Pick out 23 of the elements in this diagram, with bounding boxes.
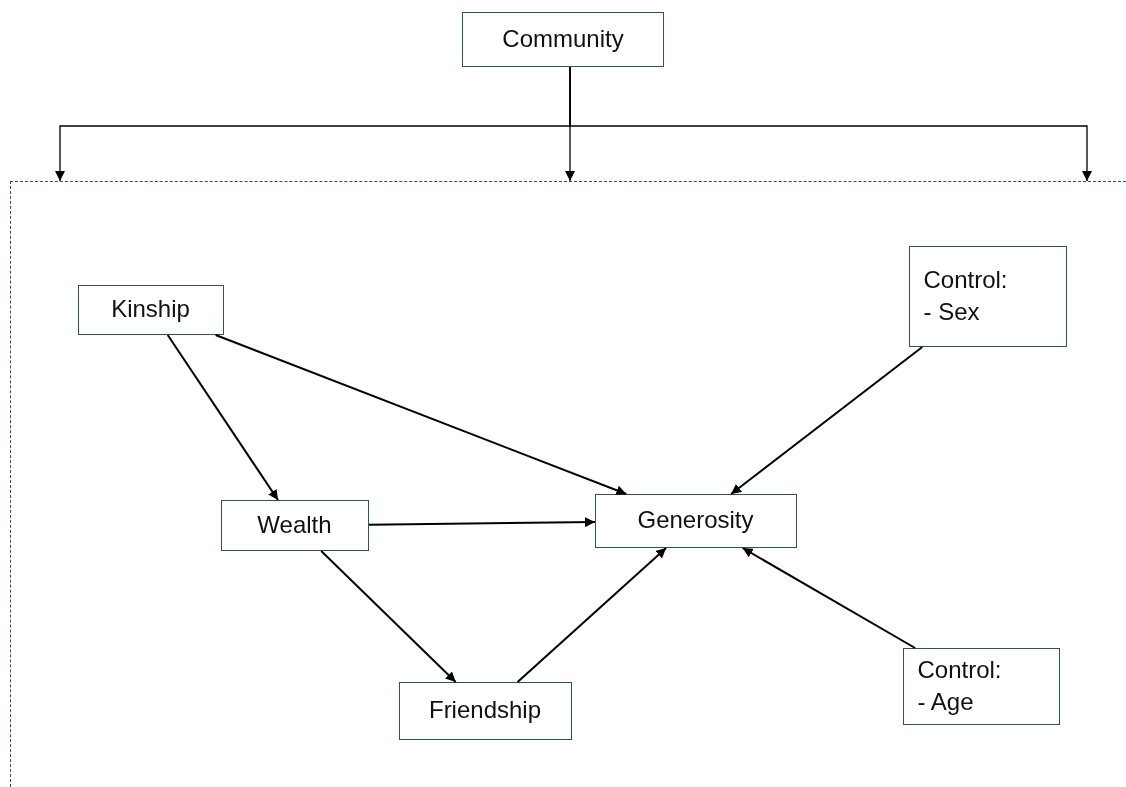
arrow — [730, 346, 924, 495]
arrow — [516, 547, 668, 683]
node-box — [594, 493, 797, 548]
arrow — [214, 334, 628, 496]
node-box — [77, 284, 224, 335]
node-label: Kinship — [111, 294, 190, 325]
node-label: Friendship — [428, 695, 542, 726]
node-label: Wealth — [257, 509, 332, 540]
node-box — [398, 681, 572, 740]
arrow — [368, 517, 596, 528]
arrow — [320, 550, 457, 683]
node-box — [462, 12, 664, 67]
arrow — [569, 66, 1092, 182]
node-box — [220, 499, 369, 551]
node-label: Control: - Sex — [923, 264, 1009, 327]
node-label: Generosity — [637, 505, 754, 536]
node-box — [902, 647, 1060, 725]
node-label: Control: - Age — [917, 654, 1003, 717]
node-label: Community — [502, 24, 624, 55]
dashed-region — [10, 181, 1126, 787]
node-box — [908, 245, 1067, 347]
arrow — [166, 334, 279, 501]
arrow — [741, 547, 917, 649]
